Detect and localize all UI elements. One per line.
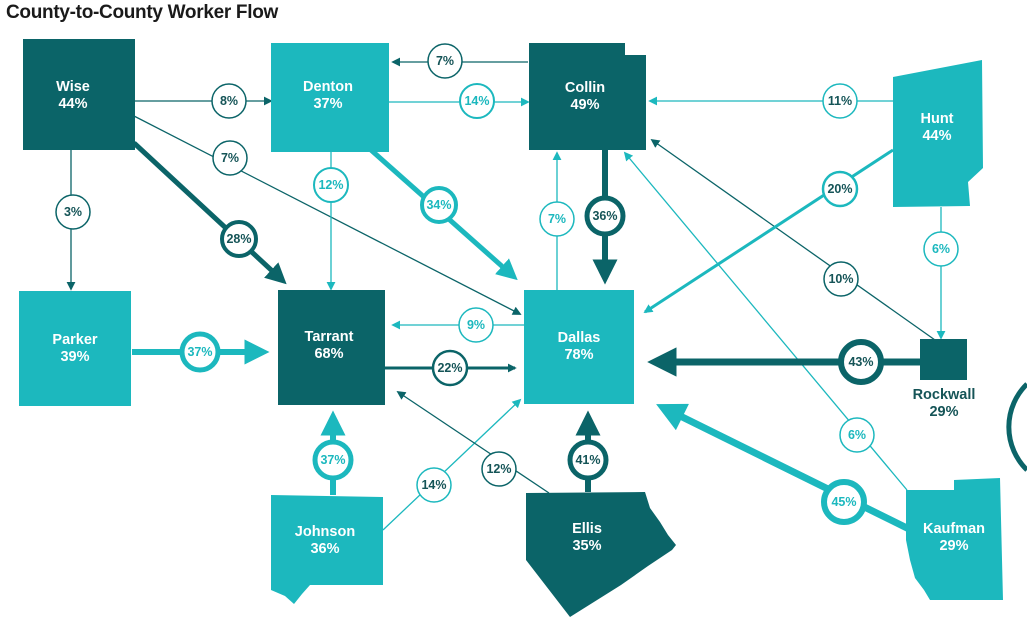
county-pct-rockwall: 29% — [929, 404, 958, 420]
flow-label-tarrant-dallas: 22% — [437, 361, 462, 375]
flow-badge-wise-dallas: 7% — [212, 140, 248, 176]
page-title: County-to-County Worker Flow — [6, 2, 278, 23]
county-ellis: Ellis 35% — [526, 492, 676, 617]
flow-label-kaufman-dallas: 45% — [831, 495, 856, 509]
county-name-parker: Parker — [52, 332, 98, 348]
flow-label-hunt-collin: 11% — [828, 94, 852, 108]
flow-label-rockwall-collin: 10% — [828, 272, 853, 286]
county-kaufman: Kaufman 29% — [906, 478, 1003, 600]
county-pct-johnson: 36% — [310, 541, 339, 557]
flow-badge-wise-tarrant: 28% — [220, 220, 258, 258]
flow-label-hunt-rockwall: 6% — [932, 242, 950, 256]
flow-label-hunt-dallas: 20% — [827, 182, 852, 196]
county-wise: Wise 44% — [23, 39, 135, 150]
flow-badge-ellis-tarrant: 12% — [481, 451, 517, 487]
flow-label-ellis-dallas: 41% — [575, 453, 600, 467]
county-pct-wise: 44% — [58, 96, 87, 112]
flow-label-collin-dallas: 36% — [592, 209, 617, 223]
flow-badge-johnson-dallas: 14% — [416, 467, 452, 503]
flow-badge-rockwall-dallas: 43% — [838, 339, 884, 385]
flow-badge-dallas-tarrant: 9% — [458, 307, 494, 343]
flow-label-dallas-tarrant: 9% — [467, 318, 485, 332]
flow-badge-dallas-collin: 7% — [539, 201, 575, 237]
county-denton: Denton 37% — [271, 43, 389, 152]
county-collin: Collin 49% — [529, 43, 646, 150]
county-name-ellis: Ellis — [572, 521, 602, 537]
county-pct-parker: 39% — [60, 349, 89, 365]
flow-badge-kaufman-dallas: 45% — [821, 479, 867, 525]
flow-line-ellis-tarrant — [396, 390, 550, 494]
county-rockwall: Rockwall 29% — [913, 339, 976, 420]
flow-badge-denton-tarrant: 12% — [313, 167, 349, 203]
flow-badge-wise-parker: 3% — [55, 194, 91, 230]
county-name-denton: Denton — [303, 79, 353, 95]
flow-label-wise-tarrant: 28% — [226, 232, 251, 246]
county-tarrant: Tarrant 68% — [278, 290, 385, 405]
flow-label-denton-dallas: 34% — [426, 198, 451, 212]
flow-label-johnson-dallas: 14% — [421, 478, 446, 492]
flow-line-johnson-dallas — [382, 398, 522, 531]
decorative-arc — [1006, 382, 1027, 472]
flow-badge-kaufman-collin: 6% — [839, 417, 875, 453]
flow-label-wise-denton: 8% — [220, 94, 238, 108]
flow-label-rockwall-dallas: 43% — [848, 355, 873, 369]
county-hunt: Hunt 44% — [893, 60, 983, 207]
county-name-wise: Wise — [56, 79, 90, 95]
flow-label-denton-tarrant: 12% — [318, 178, 343, 192]
county-johnson: Johnson 36% — [271, 495, 383, 604]
flow-label-denton-collin: 14% — [464, 94, 489, 108]
flow-label-collin-denton: 7% — [436, 54, 454, 68]
flow-badge-hunt-collin: 11% — [822, 83, 858, 119]
county-dallas: Dallas 78% — [524, 290, 634, 404]
county-pct-ellis: 35% — [572, 538, 601, 554]
flow-badge-denton-collin: 14% — [459, 83, 495, 119]
flow-badge-parker-tarrant: 37% — [179, 331, 221, 373]
flow-badge-hunt-dallas: 20% — [821, 170, 859, 208]
flow-label-wise-dallas: 7% — [221, 151, 239, 165]
flow-label-ellis-tarrant: 12% — [486, 462, 511, 476]
county-name-rockwall: Rockwall — [913, 387, 976, 403]
flow-badge-denton-dallas: 34% — [420, 186, 458, 224]
flow-label-johnson-tarrant: 37% — [320, 453, 345, 467]
flow-label-wise-parker: 3% — [64, 205, 82, 219]
county-parker: Parker 39% — [19, 291, 131, 406]
county-name-hunt: Hunt — [920, 111, 953, 127]
county-name-tarrant: Tarrant — [305, 329, 354, 345]
flow-badge-hunt-rockwall: 6% — [923, 231, 959, 267]
county-name-kaufman: Kaufman — [923, 521, 985, 537]
flow-badge-rockwall-collin: 10% — [823, 261, 859, 297]
county-name-johnson: Johnson — [295, 524, 355, 540]
county-pct-denton: 37% — [313, 96, 342, 112]
county-name-collin: Collin — [565, 80, 605, 96]
flow-line-rockwall-collin — [650, 138, 936, 341]
flow-line-wise-dallas — [133, 115, 522, 315]
county-name-dallas: Dallas — [558, 330, 601, 346]
county-pct-kaufman: 29% — [939, 538, 968, 554]
flow-badge-ellis-dallas: 41% — [567, 439, 609, 481]
flow-line-wise-tarrant — [132, 141, 287, 285]
flow-badge-tarrant-dallas: 22% — [431, 349, 469, 387]
flow-label-dallas-collin: 7% — [548, 212, 566, 226]
flow-badge-collin-denton: 7% — [427, 43, 463, 79]
flow-line-kaufman-dallas — [656, 403, 917, 536]
county-pct-collin: 49% — [570, 97, 599, 113]
county-pct-hunt: 44% — [922, 128, 951, 144]
flow-badge-johnson-tarrant: 37% — [312, 439, 354, 481]
flow-badge-wise-denton: 8% — [211, 83, 247, 119]
flow-label-parker-tarrant: 37% — [187, 345, 212, 359]
flow-badge-collin-dallas: 36% — [584, 195, 626, 237]
county-pct-tarrant: 68% — [314, 346, 343, 362]
flow-label-kaufman-collin: 6% — [848, 428, 866, 442]
county-pct-dallas: 78% — [564, 347, 593, 363]
